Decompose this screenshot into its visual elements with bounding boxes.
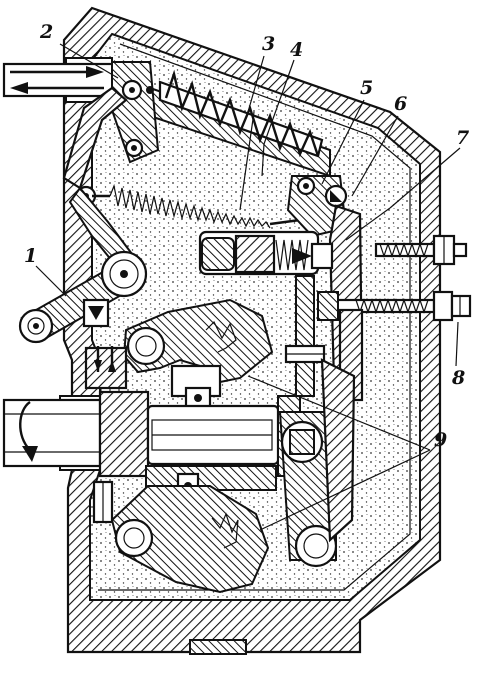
- pivot-roller: [278, 358, 356, 568]
- input-rod: [2, 62, 124, 98]
- rotation-arrow-icon: [19, 401, 38, 462]
- callout-5: 5: [360, 77, 373, 99]
- callouts: 2 1 3 4 5 6 7 8 9: [24, 21, 469, 451]
- valve-body: [198, 230, 334, 276]
- leader-lines: [35, 43, 461, 531]
- lower-cam-weight: [92, 480, 270, 594]
- bell-crank-lever: [18, 250, 148, 344]
- callout-7: 7: [456, 127, 469, 149]
- detent-spring: [84, 346, 128, 390]
- callout-2: 2: [39, 21, 53, 43]
- callout-1: 1: [24, 245, 37, 267]
- upper-bolt: [374, 234, 468, 266]
- callout-4: 4: [290, 39, 303, 61]
- extension-spring: [92, 183, 301, 229]
- callout-8: 8: [451, 367, 465, 389]
- callout-6: 6: [394, 93, 407, 115]
- drive-shaft: [2, 390, 301, 498]
- callout-3: 3: [262, 33, 275, 55]
- callout-9: 9: [434, 429, 447, 451]
- vertical-push-rod: [284, 275, 364, 402]
- upper-cam-weight: [122, 298, 274, 410]
